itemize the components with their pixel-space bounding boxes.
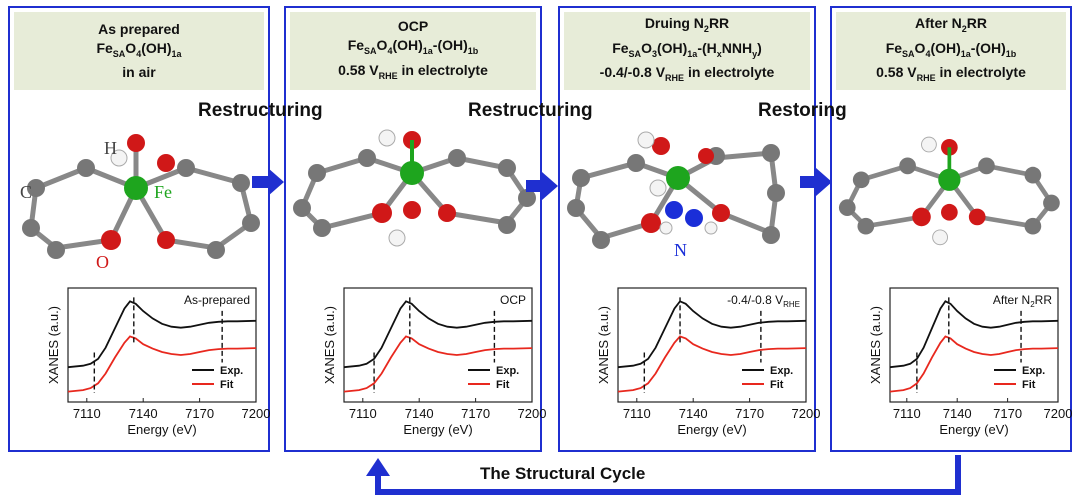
molecule-during-n2rr: N xyxy=(567,131,785,260)
phase-label-restructuring-1: Restructuring xyxy=(198,100,323,121)
legend-label: Fit xyxy=(496,379,510,391)
panel-ocp: OCP FeSAO4(OH)1a-(OH)1b 0.58 VRHE in ele… xyxy=(284,6,546,452)
header-line1: As prepared xyxy=(98,20,180,37)
x-tick-label: 7200 xyxy=(518,406,546,421)
plot-condition-label: OCP xyxy=(500,293,526,307)
panel-header: As prepared FeSAO4(OH)1a in air xyxy=(14,12,264,90)
series-line-fit xyxy=(617,335,807,393)
molecule-as-prepared: C H Fe O xyxy=(20,134,260,272)
iron-label: Fe xyxy=(154,182,172,202)
x-tick-label: 7140 xyxy=(129,406,158,421)
x-tick-label: 7110 xyxy=(349,406,377,421)
hydrogen-label: H xyxy=(104,138,117,158)
x-tick-label: 7170 xyxy=(993,406,1022,421)
panel-after-n2rr: After N2RR FeSAO4(OH)1a-(OH)1b 0.58 VRHE… xyxy=(830,6,1072,452)
legend-label: Fit xyxy=(770,379,784,391)
plot-condition-label: As-prepared xyxy=(184,293,250,307)
panel-header: Druing N2RR FeSAO3(OH)1a-(HxNNHy) -0.4/-… xyxy=(564,12,810,90)
plot-frame xyxy=(67,287,257,403)
series-line-exp xyxy=(343,300,533,369)
x-tick-label: 7200 xyxy=(242,406,270,421)
header-line3: -0.4/-0.8 VRHE in electrolyte xyxy=(599,64,775,84)
y-axis-label: XANES (a.u.) xyxy=(868,306,883,384)
series-line-fit xyxy=(889,335,1059,393)
x-axis-label: Energy (eV) xyxy=(677,422,746,437)
header-line2: FeSAO4(OH)1a xyxy=(96,39,182,59)
legend-label: Exp. xyxy=(1022,365,1045,377)
header-line2: FeSAO4(OH)1a-(OH)1b xyxy=(347,36,479,56)
cycle-label: The Structural Cycle xyxy=(480,464,646,483)
right-arrow-icon xyxy=(252,168,284,196)
plot-condition-label: -0.4/-0.8 VRHE xyxy=(727,293,800,309)
header-line2: FeSAO3(OH)1a-(HxNNHy) xyxy=(612,39,762,59)
molecule-ocp xyxy=(293,129,536,247)
right-arrow-icon xyxy=(800,168,832,196)
x-tick-label: 7200 xyxy=(1044,406,1072,421)
x-tick-label: 7170 xyxy=(735,406,764,421)
oxygen-label: O xyxy=(96,252,109,272)
header-line3: 0.58 VRHE in electrolyte xyxy=(338,61,488,81)
nitrogen-label: N xyxy=(674,240,687,260)
header-line3: in air xyxy=(122,64,156,81)
y-axis-label: XANES (a.u.) xyxy=(596,306,611,384)
molecule-after-n2rr xyxy=(838,136,1060,246)
plot-frame xyxy=(343,287,533,403)
series-line-exp xyxy=(617,300,807,369)
header-line2: FeSAO4(OH)1a-(OH)1b xyxy=(885,39,1017,59)
right-arrow-icon xyxy=(526,172,558,200)
legend-label: Exp. xyxy=(496,365,519,377)
legend-label: Exp. xyxy=(220,365,243,377)
phase-label-restoring: Restoring xyxy=(758,100,847,121)
header-line1: OCP xyxy=(397,17,429,34)
x-tick-label: 7110 xyxy=(73,406,101,421)
legend-label: Fit xyxy=(220,379,234,391)
y-axis-label: XANES (a.u.) xyxy=(322,306,337,384)
header-line1: After N2RR xyxy=(915,14,987,34)
header-line3: 0.58 VRHE in electrolyte xyxy=(876,64,1026,84)
x-tick-label: 7110 xyxy=(893,406,921,421)
plot-frame xyxy=(889,287,1059,403)
x-tick-label: 7140 xyxy=(679,406,708,421)
panel-as-prepared: As prepared FeSAO4(OH)1a in air C H Fe O… xyxy=(8,6,270,452)
series-line-exp xyxy=(67,300,257,369)
x-tick-label: 7110 xyxy=(623,406,651,421)
x-tick-label: 7140 xyxy=(943,406,972,421)
x-axis-label: Energy (eV) xyxy=(127,422,196,437)
x-tick-label: 7200 xyxy=(792,406,820,421)
x-axis-label: Energy (eV) xyxy=(939,422,1008,437)
phase-label-restructuring-2: Restructuring xyxy=(468,100,593,121)
series-line-fit xyxy=(67,335,257,393)
x-tick-label: 7140 xyxy=(405,406,434,421)
plot-frame xyxy=(617,287,807,403)
plot-condition-label: After N2RR xyxy=(993,293,1052,309)
legend-label: Exp. xyxy=(770,365,793,377)
panel-header: OCP FeSAO4(OH)1a-(OH)1b 0.58 VRHE in ele… xyxy=(290,12,536,90)
legend-label: Fit xyxy=(1022,379,1036,391)
panel-during-n2rr: Druing N2RR FeSAO3(OH)1a-(HxNNHy) -0.4/-… xyxy=(558,6,820,452)
carbon-label: C xyxy=(20,182,32,202)
y-axis-label: XANES (a.u.) xyxy=(46,306,61,384)
series-line-fit xyxy=(343,335,533,393)
panel-header: After N2RR FeSAO4(OH)1a-(OH)1b 0.58 VRHE… xyxy=(836,12,1066,90)
x-tick-label: 7170 xyxy=(185,406,214,421)
x-tick-label: 7170 xyxy=(461,406,490,421)
x-axis-label: Energy (eV) xyxy=(403,422,472,437)
header-line1: Druing N2RR xyxy=(644,14,730,34)
